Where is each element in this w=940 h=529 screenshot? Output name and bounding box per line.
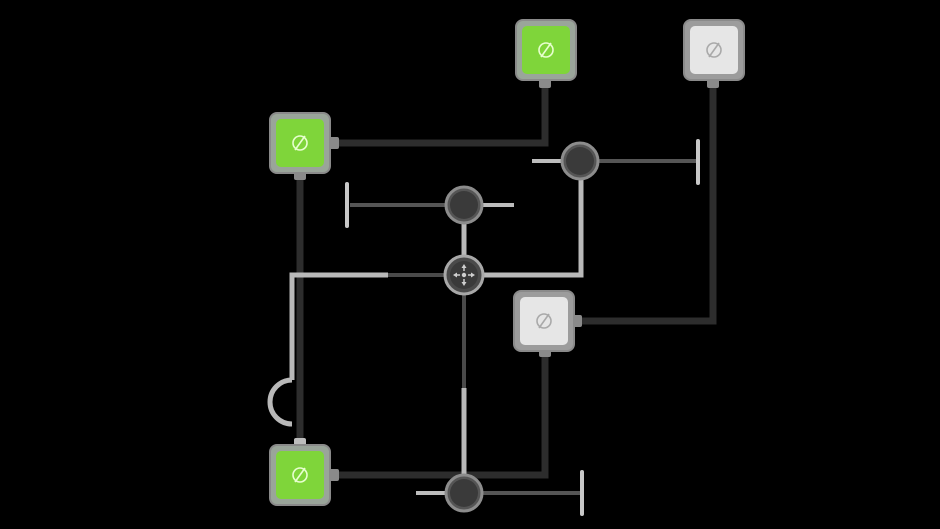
lamp-top-center[interactable] xyxy=(515,19,577,88)
bulb-icon xyxy=(536,313,552,329)
wire-source-right xyxy=(483,178,584,278)
lamp-middle-right[interactable] xyxy=(513,290,582,357)
junction-upper-right[interactable] xyxy=(560,141,600,181)
lamp-bottom-left[interactable] xyxy=(269,438,339,506)
bulb-icon xyxy=(292,135,308,151)
unpowered-wires xyxy=(296,86,717,479)
lamp-upper-left[interactable] xyxy=(269,112,339,180)
mid-wires xyxy=(350,159,697,495)
wire-source-left-loop xyxy=(289,272,388,380)
wire-lamp-top-right-down xyxy=(578,86,717,325)
wire-lamp-top-center-to-upper-left xyxy=(332,86,549,147)
bulb-icon xyxy=(538,42,554,58)
junction-upper-center[interactable] xyxy=(444,185,484,225)
terminals xyxy=(345,139,700,516)
lamp-top-right[interactable] xyxy=(683,19,745,88)
junction-bottom-center[interactable] xyxy=(444,473,484,513)
power-source-icon xyxy=(453,264,475,286)
wire-middle-right-down xyxy=(332,355,549,479)
power-source-center[interactable] xyxy=(443,254,485,296)
junction-core xyxy=(450,479,478,507)
powered-wires xyxy=(267,159,584,495)
junction-core xyxy=(450,191,478,219)
junction-core xyxy=(566,147,594,175)
bulb-icon xyxy=(292,467,308,483)
wire-loop-arc xyxy=(267,377,293,427)
bulb-icon xyxy=(706,42,722,58)
